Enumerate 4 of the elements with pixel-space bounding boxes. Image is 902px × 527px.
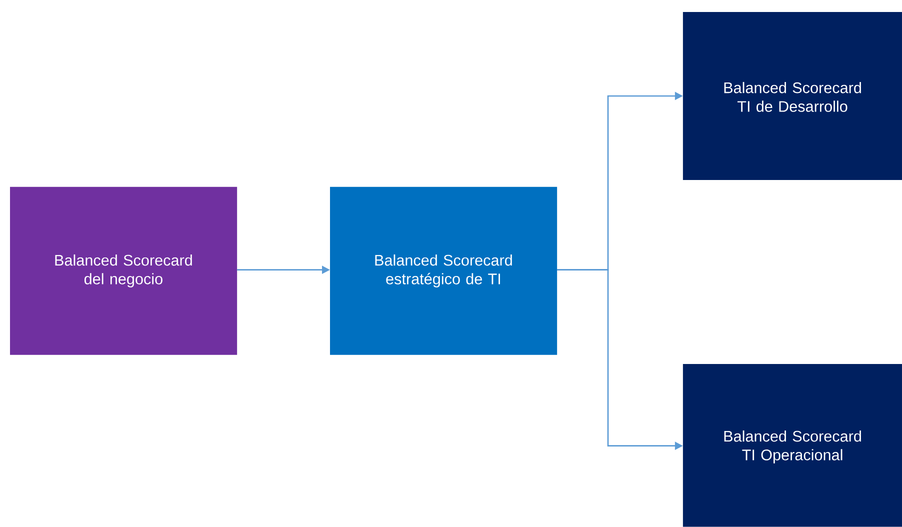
box: Balanced Scorecard TI Operacional <box>682 364 902 527</box>
box: Balanced Scorecard estratégico de TI <box>330 186 558 355</box>
box: Balanced Scorecard TI de Desarrollo <box>682 12 902 180</box>
box: Balanced Scorecard del negocio <box>10 186 238 355</box>
